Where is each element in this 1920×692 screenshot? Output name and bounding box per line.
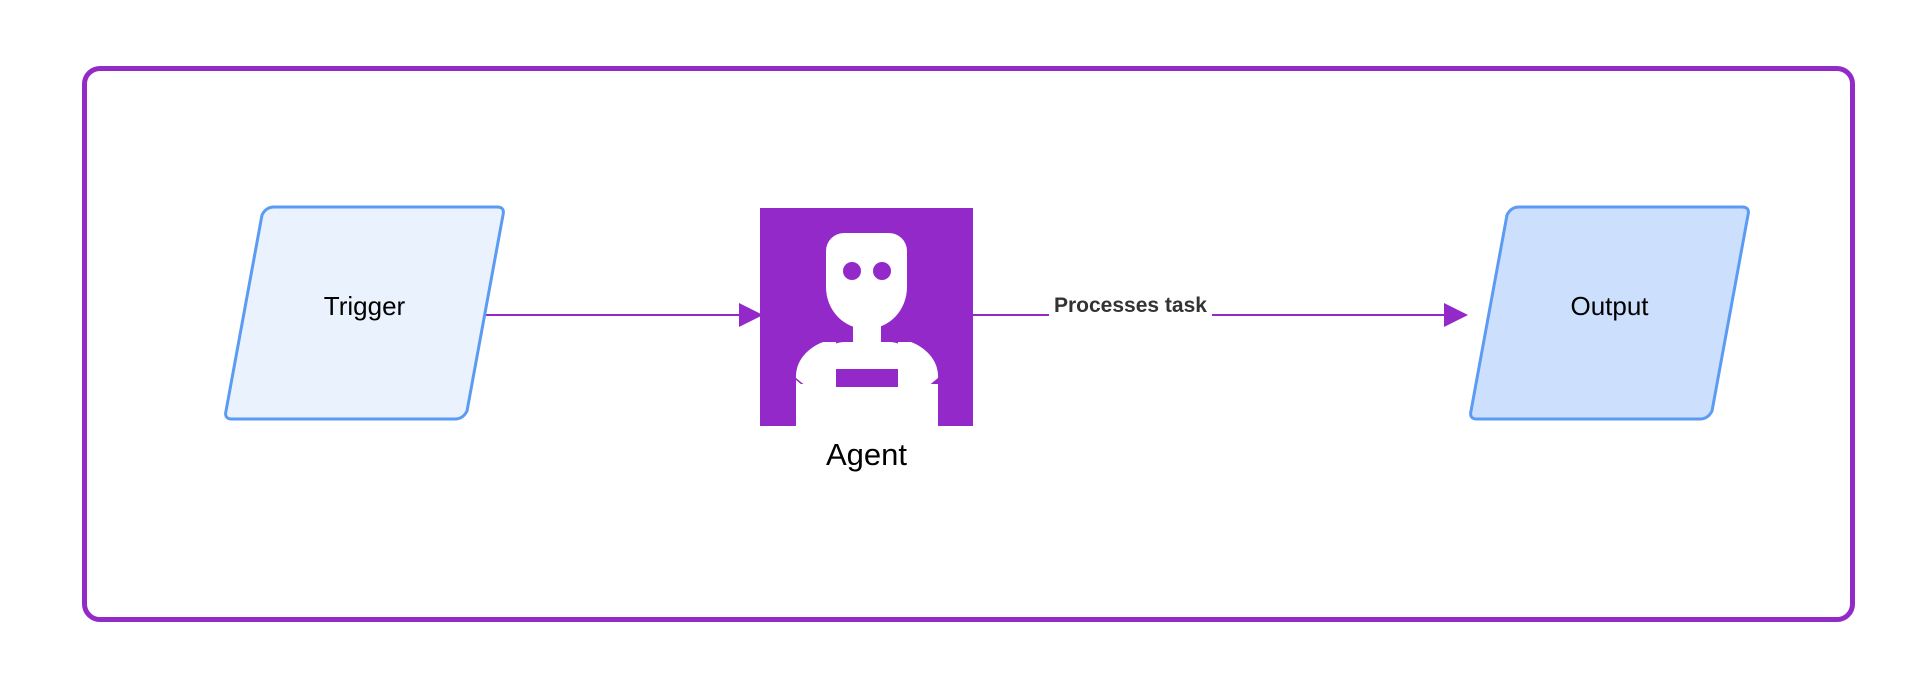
edge-agent-to-output[interactable] (973, 295, 1473, 335)
robot-icon (795, 233, 939, 426)
parallelogram-shape (224, 205, 505, 421)
edge-label-processes-task: Processes task (1049, 293, 1212, 319)
node-agent[interactable] (760, 208, 973, 426)
parallelogram-shape (1469, 205, 1750, 421)
edge-trigger-to-agent[interactable] (480, 295, 770, 335)
node-trigger[interactable] (222, 203, 507, 423)
node-output[interactable] (1467, 203, 1752, 423)
arrowhead-icon (1444, 303, 1468, 327)
arrowhead-icon (739, 303, 763, 327)
